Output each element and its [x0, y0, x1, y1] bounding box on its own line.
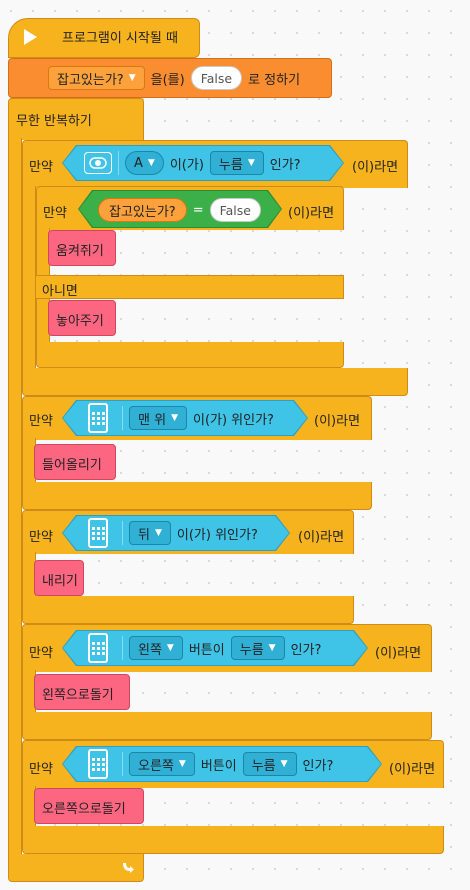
phone-icon	[88, 518, 108, 548]
variable-dropdown[interactable]: 잡고있는가?▼	[48, 66, 145, 90]
when-program-starts-block[interactable]	[8, 18, 200, 58]
set-word2: 로 정하기	[248, 72, 301, 88]
if-block-2-footer	[22, 482, 372, 510]
if4-then: (이)라면	[375, 646, 422, 661]
grab-label: 움켜쥐기	[56, 244, 104, 259]
if-block-4-footer	[22, 712, 432, 740]
set-word1: 을(를)	[150, 72, 185, 88]
play-icon	[24, 28, 37, 45]
if-block-1-footer	[22, 368, 408, 396]
if-else-label: 만약	[43, 206, 67, 221]
chevron-down-icon: ▼	[147, 158, 155, 168]
set-variable-content: 잡고있는가?▼ 을(를) False 로 정하기	[48, 66, 300, 90]
if4-word2: 인가?	[290, 642, 322, 658]
if4-label: 만약	[29, 646, 53, 661]
if2-condition-content: 맨 위▼ 이(가) 위인가?	[88, 403, 274, 433]
if1-word2: 인가?	[269, 157, 301, 173]
lower-label: 내리기	[42, 574, 78, 589]
phone-icon	[88, 749, 108, 779]
press-state-dropdown[interactable]: 누름▼	[209, 151, 264, 175]
turn-left-label: 왼쪽으로돌기	[42, 688, 114, 703]
if-else-footer	[36, 342, 344, 368]
if1-word1: 이(가)	[169, 157, 204, 173]
phone-icon	[88, 403, 108, 433]
button-dropdown-left[interactable]: 왼쪽▼	[129, 636, 183, 660]
lower-block[interactable]	[34, 560, 84, 596]
left-button-fill	[63, 631, 367, 665]
lift-label: 들어올리기	[42, 458, 102, 473]
if4-word1: 버튼이	[188, 642, 225, 658]
if5-condition-content: 오른쪽▼ 버튼이 누름▼ 인가?	[88, 749, 333, 779]
if2-word1: 이(가) 위인가?	[192, 412, 274, 428]
icon-separator	[122, 521, 123, 545]
release-block[interactable]	[48, 300, 116, 336]
else-label: 아니면	[42, 284, 78, 299]
if-block-1-arm	[22, 186, 36, 370]
if1-label: 만약	[29, 160, 53, 175]
key-dropdown[interactable]: A▼	[125, 151, 164, 175]
turn-right-label: 오른쪽으로돌기	[42, 802, 126, 817]
chevron-down-icon: ▼	[178, 759, 186, 769]
if3-condition-content: 뒤▼ 이(가) 위인가?	[88, 518, 258, 548]
controller-icon	[84, 152, 112, 174]
forever-label: 무한 반복하기	[16, 114, 92, 129]
if5-label: 만약	[29, 762, 53, 777]
phone-icon	[88, 633, 108, 663]
forever-arm	[8, 138, 22, 856]
icon-separator	[122, 636, 123, 660]
else-bar	[36, 275, 344, 299]
icon-separator	[122, 406, 123, 430]
if2-label: 만약	[29, 414, 53, 429]
if4-condition-content: 왼쪽▼ 버튼이 누름▼ 인가?	[88, 633, 321, 663]
chevron-down-icon: ▼	[280, 759, 288, 769]
icon-separator	[118, 151, 119, 175]
grab-block[interactable]	[48, 230, 116, 266]
if3-word1: 이(가) 위인가?	[176, 527, 258, 543]
turn-left-block[interactable]	[34, 674, 130, 710]
if5-word1: 버튼이	[200, 758, 237, 774]
chevron-down-icon: ▼	[171, 413, 178, 423]
if3-then: (이)라면	[298, 530, 345, 545]
forever-block[interactable]	[8, 98, 144, 140]
loop-arrow-icon	[123, 863, 134, 873]
equals-operator: =	[192, 202, 204, 218]
tilt-fill-2	[63, 516, 289, 550]
equals-content: 잡고있는가? = False	[98, 198, 261, 222]
release-label: 놓아주기	[56, 314, 104, 329]
variable-reporter[interactable]: 잡고있는가?	[98, 198, 187, 222]
chevron-down-icon: ▼	[268, 643, 276, 653]
forever-footer	[8, 854, 144, 882]
press-state-dropdown-right[interactable]: 누름▼	[242, 752, 297, 776]
tilt-dropdown-1[interactable]: 맨 위▼	[129, 406, 187, 430]
chevron-down-icon: ▼	[166, 643, 174, 653]
hat-label: 프로그램이 시작될 때	[62, 31, 178, 46]
chevron-down-icon: ▼	[128, 73, 136, 83]
icon-separator	[122, 752, 123, 776]
if2-then: (이)라면	[314, 414, 361, 429]
if-block-5-footer	[22, 826, 444, 854]
chevron-down-icon: ▼	[154, 528, 162, 538]
turn-right-block[interactable]	[34, 788, 144, 824]
press-state-dropdown-left[interactable]: 누름▼	[230, 636, 285, 660]
button-dropdown-right[interactable]: 오른쪽▼	[129, 752, 195, 776]
right-button-fill	[63, 747, 381, 781]
hat-content: 프로그램이 시작될 때	[22, 27, 178, 46]
value-input[interactable]: False	[190, 66, 243, 90]
if-else-then: (이)라면	[288, 206, 335, 221]
if1-condition-content: A▼ 이(가) 누름▼ 인가?	[84, 151, 301, 175]
if5-then: (이)라면	[389, 762, 436, 777]
if-block-3-footer	[22, 596, 354, 624]
lift-block[interactable]	[34, 444, 116, 480]
chevron-down-icon: ▼	[247, 158, 255, 168]
tilt-dropdown-2[interactable]: 뒤▼	[129, 521, 171, 545]
if1-then: (이)라면	[352, 160, 399, 175]
if5-word2: 인가?	[302, 758, 334, 774]
if3-label: 만약	[29, 530, 53, 545]
compare-value-input[interactable]: False	[209, 198, 261, 222]
